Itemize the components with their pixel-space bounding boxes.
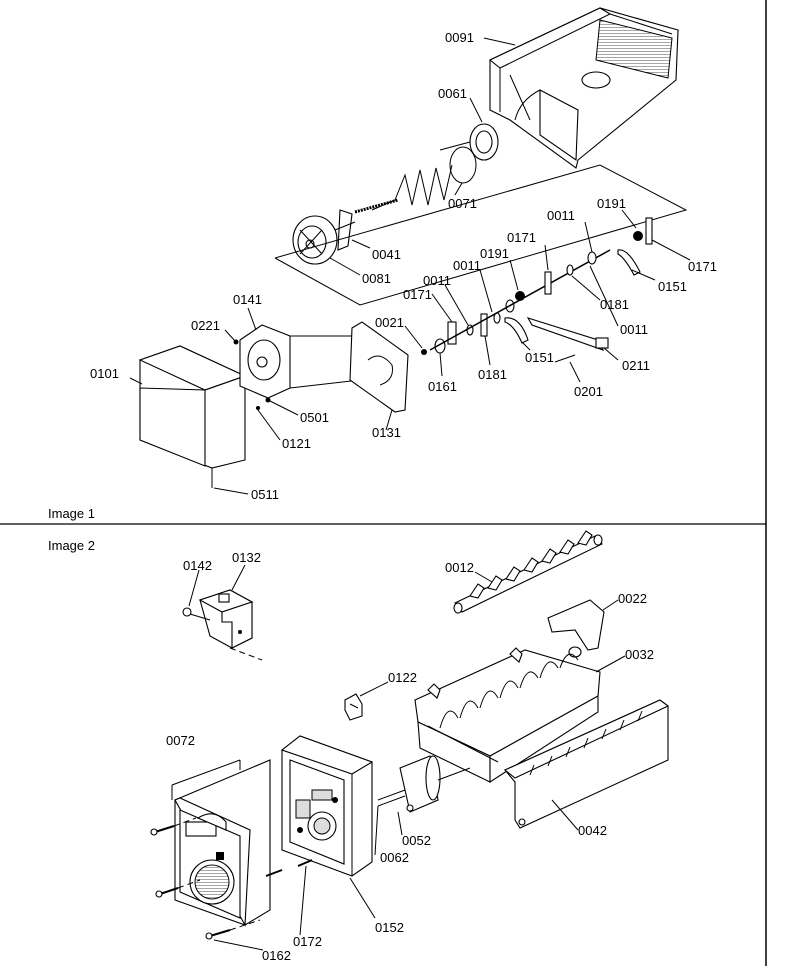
auger-plate-part-0061 (439, 123, 499, 161)
image2-labels: 0142 0132 0012 0022 0032 0122 0072 0042 … (166, 550, 654, 963)
ice-bucket-part-0091 (488, 7, 679, 169)
image1-labels: 0091 0061 0071 0041 0081 0011 0191 0171 … (90, 30, 717, 502)
caption-image1: Image 1 (48, 506, 95, 521)
assembly-outline (274, 164, 688, 306)
front-cover-part-0101 (138, 345, 247, 488)
module-housing-part-0072 (171, 759, 271, 927)
plate-part-0131 (349, 321, 427, 413)
shaft-parts-group (429, 217, 653, 363)
label-0142: 0142 (183, 558, 212, 573)
image1-leader-lines (129, 37, 691, 495)
label-0091: 0091 (445, 30, 474, 45)
label-0101: 0101 (90, 366, 119, 381)
label-0011-c: 0011 (423, 273, 451, 288)
label-0191-a: 0191 (597, 196, 626, 211)
label-0011-b: 0011 (453, 258, 481, 273)
screws-part-0162 (150, 817, 313, 940)
label-0162: 0162 (262, 948, 291, 963)
label-0012: 0012 (445, 560, 474, 575)
label-0511: 0511 (251, 487, 279, 502)
label-0501: 0501 (300, 410, 329, 425)
label-0022: 0022 (618, 591, 647, 606)
image2-group: Image 2 (48, 530, 670, 963)
ice-tray-part-0032 (414, 647, 601, 784)
housing-part-0141 (233, 324, 361, 410)
label-0211: 0211 (622, 358, 650, 373)
label-0151-a: 0151 (658, 279, 687, 294)
label-0041: 0041 (372, 247, 401, 262)
clip-part-0122 (344, 693, 363, 721)
label-0181-a: 0181 (600, 297, 629, 312)
ring-part-0071 (449, 146, 477, 184)
label-0071: 0071 (448, 196, 477, 211)
image1-group: 0091 0061 0071 0041 0081 0011 0191 0171 … (48, 7, 717, 521)
label-0171-a: 0171 (688, 259, 717, 274)
label-0122: 0122 (388, 670, 417, 685)
control-housing-part-0152 (280, 735, 374, 877)
label-0201: 0201 (574, 384, 603, 399)
label-0081: 0081 (362, 271, 391, 286)
label-0181-b: 0181 (478, 367, 507, 382)
label-0052: 0052 (402, 833, 431, 848)
label-0042: 0042 (578, 823, 607, 838)
label-0121: 0121 (282, 436, 311, 451)
auger-fan-part-0041 (292, 209, 356, 265)
label-0021: 0021 (375, 315, 404, 330)
label-0161: 0161 (428, 379, 457, 394)
label-0011-a: 0011 (547, 208, 575, 223)
label-0132: 0132 (232, 550, 261, 565)
label-0172: 0172 (293, 934, 322, 949)
label-0062: 0062 (380, 850, 409, 865)
label-0032: 0032 (625, 647, 654, 662)
label-0011-d: 0011 (620, 322, 648, 337)
label-0191-b: 0191 (480, 246, 509, 261)
motor-part-0052 (377, 755, 471, 813)
caption-image2: Image 2 (48, 538, 95, 553)
label-0141: 0141 (233, 292, 262, 307)
auger-spring (354, 164, 453, 214)
label-0072: 0072 (166, 733, 195, 748)
image2-leader-lines (188, 564, 626, 951)
label-0152: 0152 (375, 920, 404, 935)
label-0171-c: 0171 (403, 287, 432, 302)
label-0151-b: 0151 (525, 350, 554, 365)
bracket-part-0132 (182, 589, 263, 661)
arm-part-0042 (503, 699, 670, 829)
label-0221: 0221 (191, 318, 220, 333)
label-0131: 0131 (372, 425, 401, 440)
stripper-part-0022 (547, 599, 605, 658)
ejector-shaft-part-0012 (453, 530, 603, 614)
label-0171-b: 0171 (507, 230, 536, 245)
label-0061: 0061 (438, 86, 467, 101)
